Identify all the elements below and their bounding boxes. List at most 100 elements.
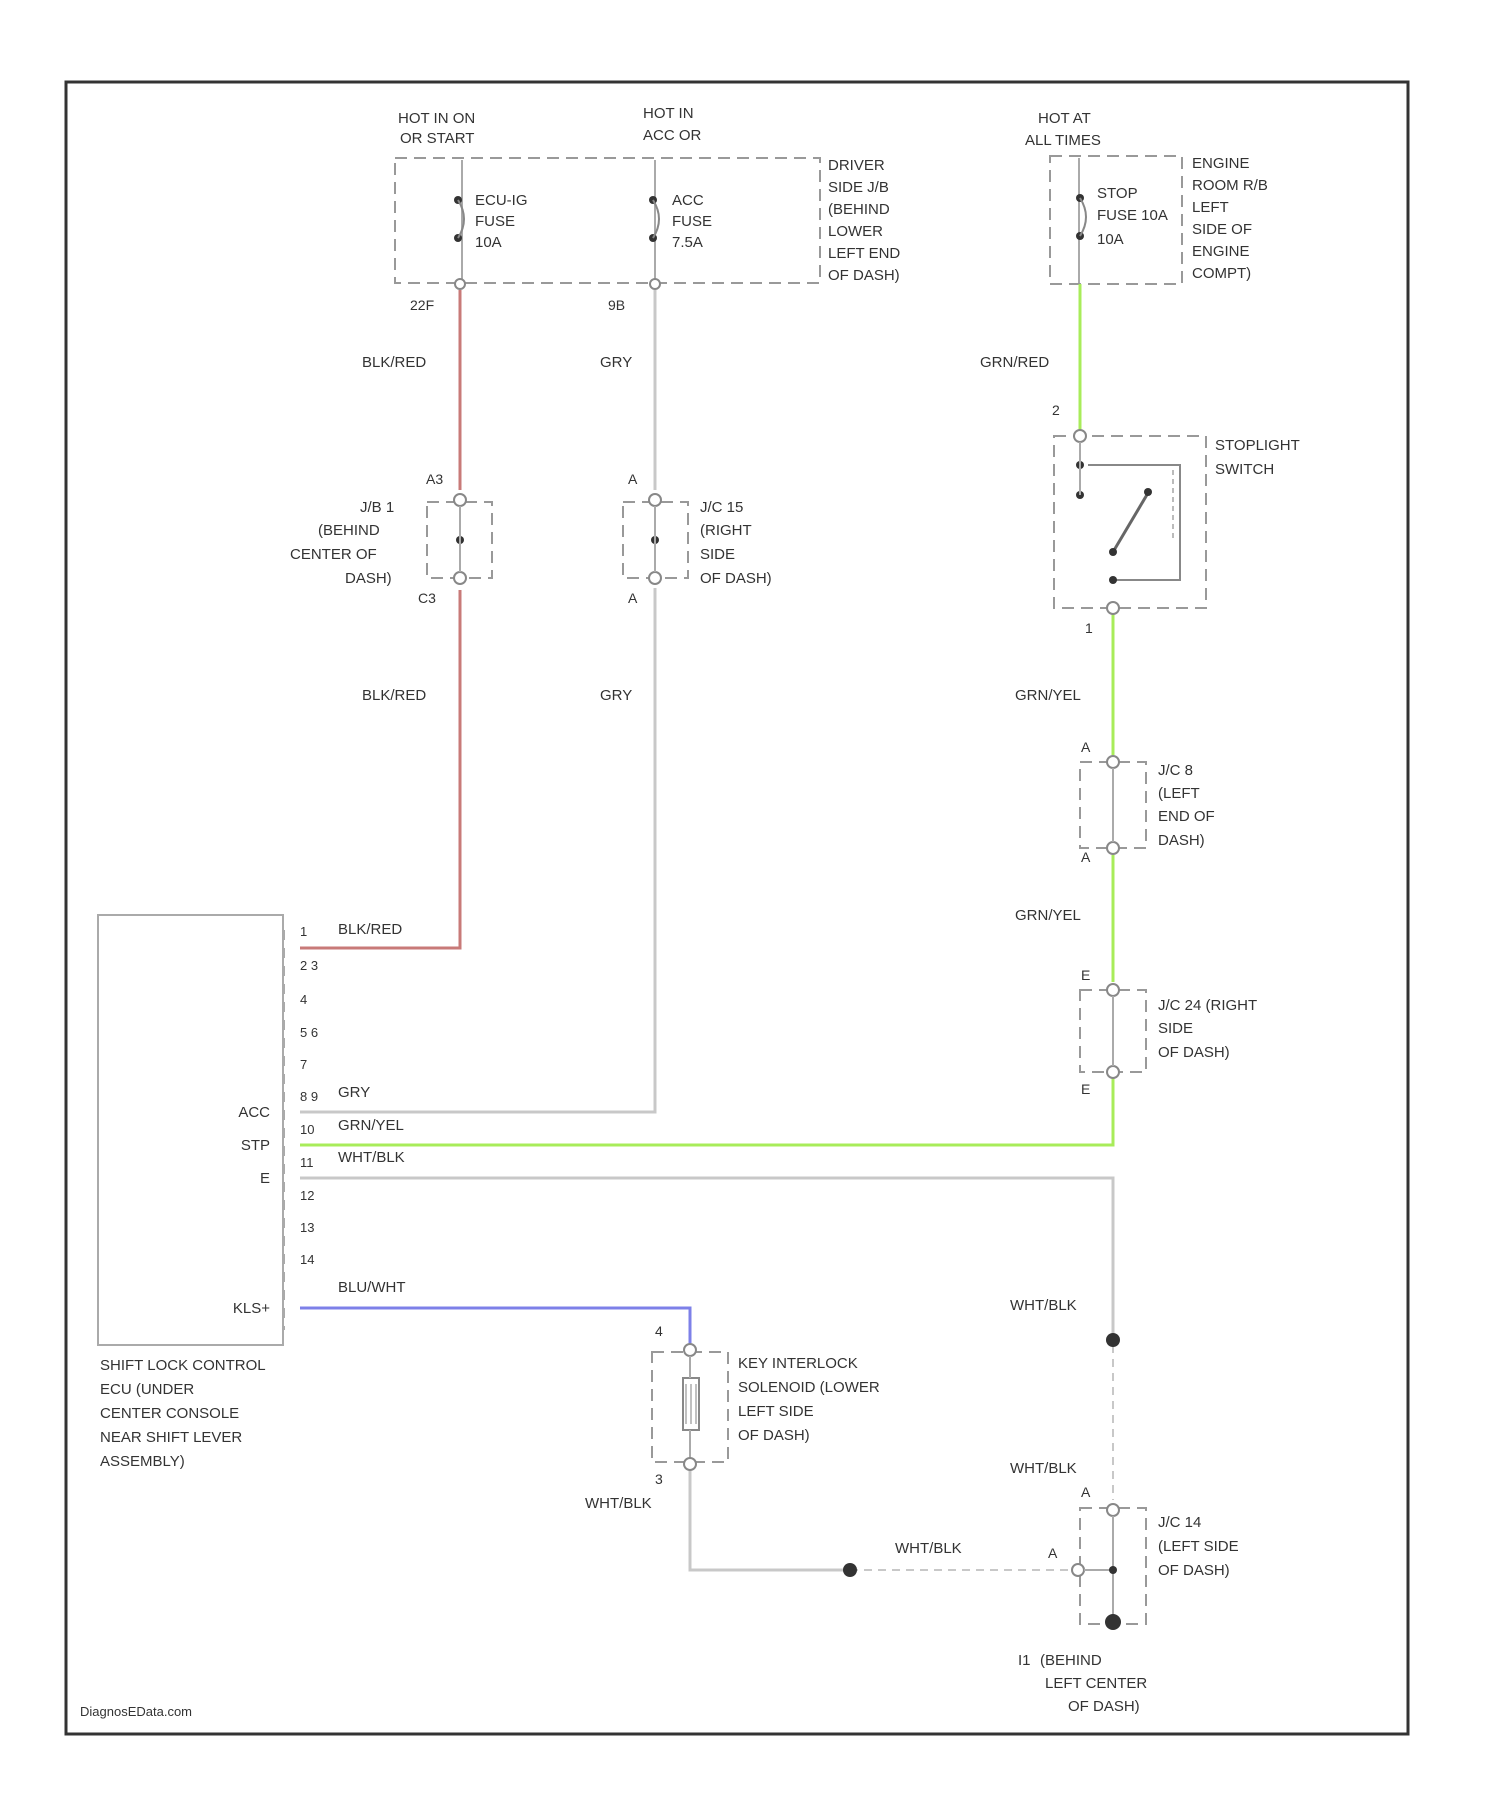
jc14-label-3: OF DASH): [1158, 1562, 1230, 1579]
ecu-label-5: ASSEMBLY): [100, 1453, 185, 1470]
jc15-bottom-connector: A: [628, 590, 638, 606]
wire-label: BLU/WHT: [338, 1279, 406, 1296]
jc14-top-connector: A: [1081, 1484, 1091, 1500]
junction-dot: [1109, 1566, 1117, 1574]
hot-all-times-label-1: HOT AT: [1038, 110, 1091, 127]
jb1-label-3: CENTER OF: [290, 546, 377, 563]
solenoid-label-4: OF DASH): [738, 1427, 810, 1444]
ground-label-1: (BEHIND: [1040, 1652, 1102, 1669]
stoplight-switch-label-2: SWITCH: [1215, 461, 1274, 478]
ground-id: I1: [1018, 1652, 1031, 1669]
connector-pin: [454, 494, 466, 506]
switch-contact: [1144, 488, 1152, 496]
driver-jb-label-5: LEFT END: [828, 245, 900, 262]
connector-pin: [1107, 842, 1119, 854]
switch-contact: [1109, 548, 1117, 556]
ground-label-2: LEFT CENTER: [1045, 1675, 1147, 1692]
ecu-pin-label: 8 9: [300, 1089, 318, 1104]
jb1-label-2: (BEHIND: [318, 522, 380, 539]
ground-label-3: OF DASH): [1068, 1698, 1140, 1715]
engine-rb-label-4: SIDE OF: [1192, 221, 1252, 238]
connector-9b-label: 9B: [608, 297, 625, 313]
hot-on-start-label-2: OR START: [400, 130, 474, 147]
stoplight-switch-label-1: STOPLIGHT: [1215, 437, 1300, 454]
engine-rb-label-5: ENGINE: [1192, 243, 1250, 260]
jc8-label-1: J/C 8: [1158, 762, 1193, 779]
driver-jb-label-6: OF DASH): [828, 267, 900, 284]
ecu-label-3: CENTER CONSOLE: [100, 1405, 239, 1422]
engine-rb-label-1: ENGINE: [1192, 155, 1250, 172]
connector-pin: [1107, 984, 1119, 996]
wire-label: GRN/YEL: [338, 1117, 404, 1134]
hot-acc-label-2: ACC OR: [643, 127, 702, 144]
solenoid-label-3: LEFT SIDE: [738, 1403, 814, 1420]
solenoid-label-1: KEY INTERLOCK: [738, 1355, 858, 1372]
jc15-label-3: SIDE: [700, 546, 735, 563]
hot-acc-label-1: HOT IN: [643, 105, 694, 122]
connector-pin: [1072, 1564, 1084, 1576]
jb1-label-4: DASH): [345, 570, 392, 587]
jc24-label-3: OF DASH): [1158, 1044, 1230, 1061]
engine-rb-label-6: COMPT): [1192, 265, 1251, 282]
diagram-frame: [66, 82, 1408, 1734]
ground-point: [1105, 1614, 1121, 1630]
ecu-label-2: ECU (UNDER: [100, 1381, 194, 1398]
connector-pin: [455, 279, 465, 289]
ecu-pin-label: 5 6: [300, 1025, 318, 1040]
jc15-top-connector: A: [628, 471, 638, 487]
connector-pin: [454, 572, 466, 584]
connector-pin: [1107, 1066, 1119, 1078]
solenoid-label-2: SOLENOID (LOWER: [738, 1379, 880, 1396]
wire-label: BLK/RED: [362, 354, 426, 371]
switch-return: [1088, 465, 1180, 580]
ecu-pin-label: 10: [300, 1122, 314, 1137]
wire-label: WHT/BLK: [585, 1495, 652, 1512]
connector-pin: [650, 279, 660, 289]
wire-label: GRN/YEL: [1015, 907, 1081, 924]
ecu-pin-label: 2 3: [300, 958, 318, 973]
wire-label: GRN/RED: [980, 354, 1049, 371]
hot-all-times-label-2: ALL TIMES: [1025, 132, 1101, 149]
jc24-top-connector: E: [1081, 967, 1090, 983]
connector-pin: [1107, 756, 1119, 768]
jc15-label-1: J/C 15: [700, 499, 743, 516]
solenoid-bottom-connector: 3: [655, 1471, 663, 1487]
connector-pin: [649, 494, 661, 506]
jc14-label-2: (LEFT SIDE: [1158, 1538, 1239, 1555]
stop-fuse-label-3: 10A: [1097, 231, 1124, 248]
acc-fuse-label-3: 7.5A: [672, 234, 703, 251]
engine-rb-label-2: ROOM R/B: [1192, 177, 1268, 194]
wire-label: BLK/RED: [338, 921, 402, 938]
ecu-ig-fuse-label-2: FUSE: [475, 213, 515, 230]
engine-rb-label-3: LEFT: [1192, 199, 1229, 216]
wire-label: WHT/BLK: [338, 1149, 405, 1166]
connector-22f-label: 22F: [410, 297, 434, 313]
watermark: DiagnosEData.com: [80, 1704, 192, 1719]
stop-fuse-label-2: FUSE 10A: [1097, 207, 1168, 224]
jc14-left-connector: A: [1048, 1545, 1058, 1561]
wire-label: WHT/BLK: [895, 1540, 962, 1557]
ecu-pin-label: 7: [300, 1057, 307, 1072]
driver-jb-box: [395, 158, 820, 283]
ecu-terminal-kls: KLS+: [233, 1300, 270, 1317]
switch-lever: [1113, 493, 1148, 552]
switch-contact: [1109, 576, 1117, 584]
wire-label: BLK/RED: [362, 687, 426, 704]
connector-pin: [649, 572, 661, 584]
wire-label: GRY: [600, 687, 632, 704]
acc-fuse-label-1: ACC: [672, 192, 704, 209]
ecu-terminal-e: E: [260, 1170, 270, 1187]
splice-dot: [1106, 1333, 1120, 1347]
driver-jb-label-1: DRIVER: [828, 157, 885, 174]
jc8-top-connector: A: [1081, 739, 1091, 755]
wire-label: GRY: [600, 354, 632, 371]
ecu-pin-label: 12: [300, 1188, 314, 1203]
stop-fuse-symbol: [1080, 198, 1086, 236]
wht-blk-wire: [300, 1178, 1113, 1340]
ecu-terminal-acc: ACC: [238, 1104, 270, 1121]
wire-label: GRN/YEL: [1015, 687, 1081, 704]
switch-bottom-connector: 1: [1085, 620, 1093, 636]
ecu-pin-label: 4: [300, 992, 307, 1007]
acc-fuse-label-2: FUSE: [672, 213, 712, 230]
wire-label: GRY: [338, 1084, 370, 1101]
